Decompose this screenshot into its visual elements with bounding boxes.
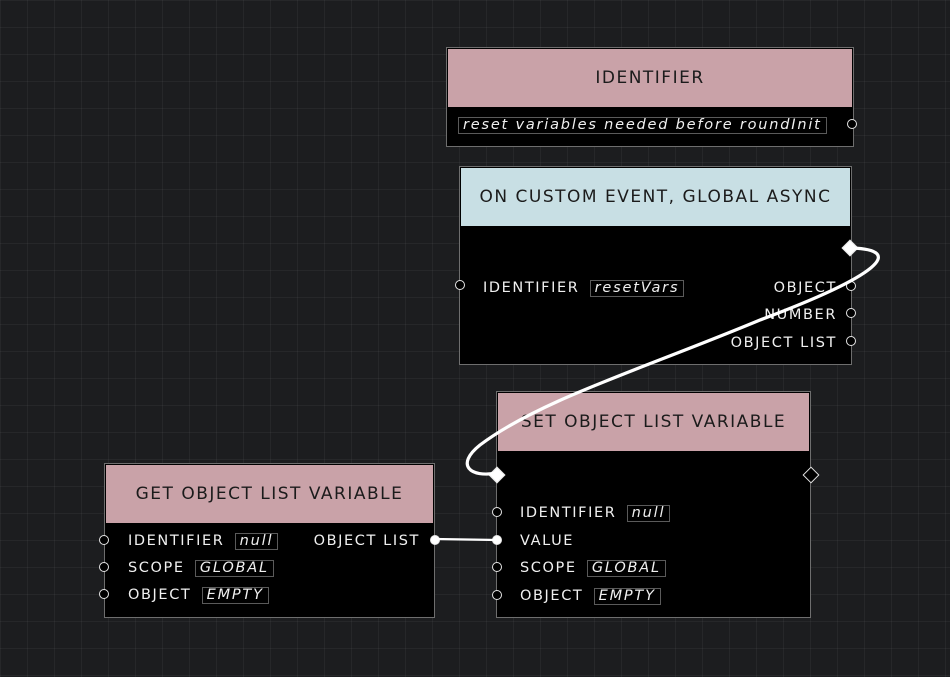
identifier-input-label: IDENTIFIER (520, 505, 617, 521)
scope-input-label: SCOPE (520, 560, 577, 576)
output-pin-icon[interactable] (846, 308, 856, 318)
identifier-value-field[interactable]: reset variables needed before roundInit (458, 117, 827, 134)
identifier-input-label: IDENTIFIER (483, 280, 580, 296)
scope-input-label: SCOPE (128, 560, 185, 576)
exec-in-diamond-icon[interactable] (488, 466, 506, 484)
input-pin-icon[interactable] (492, 590, 502, 600)
identifier-node-title: IDENTIFIER (448, 49, 852, 107)
object-list-wire[interactable] (433, 537, 499, 542)
scope-value-field[interactable]: GLOBAL (586, 560, 666, 577)
value-input-label: VALUE (520, 533, 575, 549)
input-pin-icon[interactable] (492, 507, 502, 517)
get-object-list-variable-node-title: GET OBJECT LIST VARIABLE (106, 465, 433, 523)
output-pin-icon[interactable] (846, 336, 856, 346)
number-output-label: NUMBER (764, 307, 837, 323)
object-list-output-label: OBJECT LIST (313, 533, 420, 549)
output-pin-icon[interactable] (846, 281, 856, 291)
set-object-list-variable-node[interactable]: SET OBJECT LIST VARIABLE IDENTIFIER null… (488, 391, 820, 618)
input-pin-icon[interactable] (99, 589, 109, 599)
object-list-output-label: OBJECT LIST (730, 335, 837, 351)
object-output-label: OBJECT (773, 280, 837, 296)
get-object-list-variable-node[interactable]: GET OBJECT LIST VARIABLE IDENTIFIER null… (99, 463, 440, 618)
identifier-node[interactable]: IDENTIFIER reset variables needed before… (446, 47, 857, 147)
input-pin-icon[interactable] (492, 562, 502, 572)
on-custom-event-node-title: ON CUSTOM EVENT, GLOBAL ASYNC (461, 168, 850, 226)
input-pin-icon[interactable] (492, 535, 502, 545)
object-value-field[interactable]: EMPTY (201, 587, 269, 604)
scope-value-field[interactable]: GLOBAL (194, 560, 274, 577)
object-input-label: OBJECT (520, 588, 584, 604)
object-value-field[interactable]: EMPTY (593, 588, 661, 605)
identifier-value-field[interactable]: null (626, 505, 671, 522)
input-pin-icon[interactable] (455, 280, 465, 290)
identifier-value-field[interactable]: null (234, 533, 279, 550)
object-input-label: OBJECT (128, 587, 192, 603)
output-pin-icon[interactable] (847, 119, 857, 129)
output-pin-icon[interactable] (430, 535, 440, 545)
identifier-value-field[interactable]: resetVars (589, 280, 685, 297)
set-object-list-variable-node-title: SET OBJECT LIST VARIABLE (498, 393, 809, 451)
exec-out-diamond-icon[interactable] (841, 239, 859, 257)
on-custom-event-node[interactable]: ON CUSTOM EVENT, GLOBAL ASYNC IDENTIFIER… (455, 166, 859, 365)
exec-out-diamond-icon[interactable] (802, 466, 820, 484)
input-pin-icon[interactable] (99, 562, 109, 572)
input-pin-icon[interactable] (99, 535, 109, 545)
identifier-input-label: IDENTIFIER (128, 533, 225, 549)
